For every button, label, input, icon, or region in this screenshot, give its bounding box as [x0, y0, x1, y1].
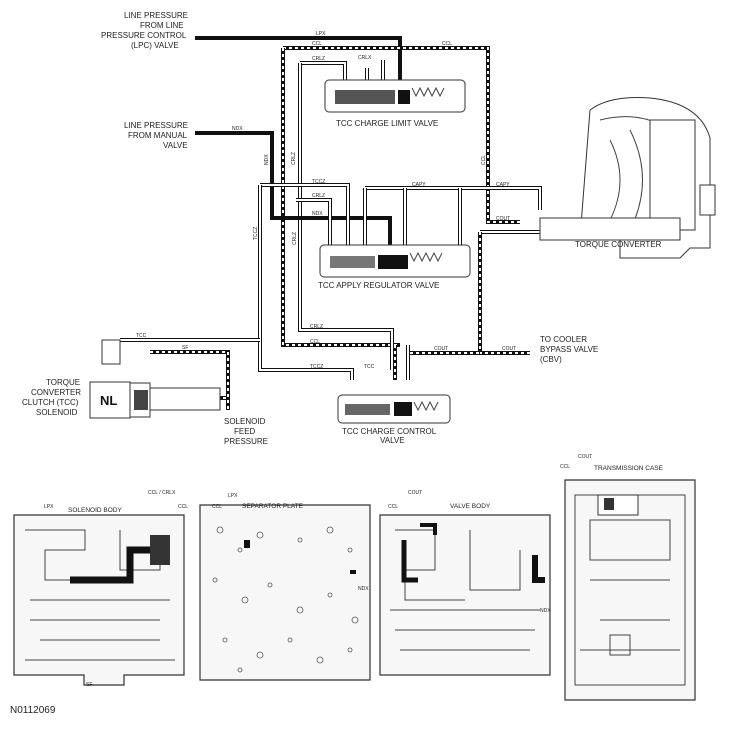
label-ccl-case: CCL — [560, 464, 570, 470]
text-line-pressure-manual: LINE PRESSURE FROM MANUAL VALVE — [124, 121, 188, 150]
svg-text:BYPASS VALVE: BYPASS VALVE — [540, 345, 598, 354]
text-line-pressure-lpc: LINE PRESSURE FROM LINE PRESSURE CONTROL… — [101, 11, 188, 50]
label-ccl-plate: CCL — [212, 504, 222, 510]
label-ndx-plate: NDX — [358, 586, 369, 592]
passage-label-cout: COUT — [496, 216, 510, 222]
label-solenoid-body: SOLENOID BODY — [68, 507, 122, 514]
passage-label-tccz-3: TCC — [364, 364, 375, 370]
passage-label-cout-2: COUT — [434, 346, 448, 352]
label-ndx-vb: NDX — [540, 608, 551, 614]
passage-label-tccz-2: TCCZ — [310, 364, 323, 370]
passage-label-ccl-right: CCL — [442, 41, 452, 47]
passage-label-ccl: CCL — [312, 41, 322, 47]
svg-text:CLUTCH (TCC): CLUTCH (TCC) — [22, 398, 79, 407]
svg-text:PRESSURE: PRESSURE — [224, 437, 268, 446]
text-tcc-solenoid: TORQUE CONVERTER CLUTCH (TCC) SOLENOID — [22, 378, 81, 417]
svg-text:(CBV): (CBV) — [540, 355, 562, 364]
tcc-solenoid: NL — [89, 339, 221, 419]
label-ccl-vb: CCL — [388, 504, 398, 510]
passage-label-tcc: TCC — [136, 333, 147, 339]
panel-solenoid-body: SOLENOID BODY LPX CCL / CRLX CCL SF — [13, 490, 188, 688]
passage-label-tccz: TCCZ — [312, 179, 325, 185]
label-lpx-bottom: LPX — [44, 504, 54, 510]
passage-label-crlz-vertical: CRLZ — [292, 232, 298, 245]
passage-label-ccl-3: CCL — [310, 339, 320, 345]
tcc-apply-regulator-valve: TCC APPLY REGULATOR VALVE — [318, 244, 471, 290]
label-tcc-charge-limit-valve: TCC CHARGE LIMIT VALVE — [336, 119, 438, 128]
passage-labels: LPX CCL CCL CRLZ CRLX NDX TCCZ CRLZ NDX … — [136, 31, 516, 370]
svg-text:LINE PRESSURE: LINE PRESSURE — [124, 11, 188, 20]
svg-text:FROM MANUAL: FROM MANUAL — [128, 131, 188, 140]
label-tcc-apply-regulator-valve: TCC APPLY REGULATOR VALVE — [318, 281, 439, 290]
passage-label-ndx-vertical: NDX — [264, 154, 270, 165]
label-lpx-plate: LPX — [228, 493, 238, 499]
passage-label-crlz-vertical-2: CRLZ — [291, 152, 297, 165]
passage-label-sf: SF — [182, 345, 188, 351]
svg-text:PRESSURE CONTROL: PRESSURE CONTROL — [101, 31, 187, 40]
passage-label-crlz-3: CRLZ — [310, 324, 323, 330]
passage-label-capy-2: CAPY — [496, 182, 510, 188]
text-solenoid-feed: SOLENOID FEED PRESSURE — [224, 417, 268, 446]
label-torque-converter: TORQUE CONVERTER — [575, 240, 662, 249]
passage-label-lpx: LPX — [316, 31, 326, 37]
label-tcc-charge-control-valve-1: TCC CHARGE CONTROL — [342, 427, 437, 436]
passage-label-tccz-vertical: TCCZ — [253, 227, 259, 240]
figure-id: N0112069 — [10, 705, 56, 716]
panel-transmission-case: TRANSMISSION CASE COUT CCL — [560, 454, 696, 701]
passage-label-ndx-2: NDX — [312, 211, 323, 217]
label-cout-case: COUT — [578, 454, 592, 460]
label-cout-vb: COUT — [408, 490, 422, 496]
tcc-charge-control-valve: TCC CHARGE CONTROL VALVE — [337, 394, 451, 445]
panel-separator-plate: SEPARATOR PLATE LPX CCL NDX — [199, 493, 371, 681]
svg-text:SOLENOID: SOLENOID — [224, 417, 266, 426]
passage-label-crlz-2: CRLZ — [312, 193, 325, 199]
svg-text:VALVE: VALVE — [163, 141, 188, 150]
svg-text:LINE PRESSURE: LINE PRESSURE — [124, 121, 188, 130]
label-tcc-charge-control-valve-2: VALVE — [380, 436, 405, 445]
svg-text:(LPC) VALVE: (LPC) VALVE — [131, 41, 179, 50]
text-to-cooler: TO COOLER BYPASS VALVE (CBV) — [540, 335, 598, 364]
passage-label-crlx: CRLX — [358, 55, 372, 61]
label-nl: NL — [100, 393, 117, 408]
tcc-charge-limit-valve: TCC CHARGE LIMIT VALVE — [324, 79, 466, 128]
passage-label-capy: CAPY — [412, 182, 426, 188]
label-ccl-crlx: CCL / CRLX — [148, 490, 176, 496]
torque-converter: TORQUE CONVERTER — [539, 97, 716, 259]
svg-text:TORQUE: TORQUE — [46, 378, 80, 387]
passage-label-cout-3: COUT — [502, 346, 516, 352]
label-transmission-case: TRANSMISSION CASE — [594, 465, 664, 472]
svg-text:TO COOLER: TO COOLER — [540, 335, 587, 344]
svg-text:CONVERTER: CONVERTER — [31, 388, 81, 397]
label-valve-body: VALVE BODY — [450, 503, 491, 510]
svg-text:FEED: FEED — [234, 427, 256, 436]
svg-text:SOLENOID: SOLENOID — [36, 408, 78, 417]
passage-label-ndx: NDX — [232, 126, 243, 132]
panel-valve-body: VALVE BODY COUT CCL NDX — [379, 490, 551, 676]
label-sf-bottom: SF — [86, 682, 92, 688]
svg-text:FROM LINE: FROM LINE — [140, 21, 184, 30]
passage-label-ccl-vertical: CCL — [481, 155, 487, 165]
label-separator-plate: SEPARATOR PLATE — [242, 503, 304, 510]
passage-label-crlz: CRLZ — [312, 56, 325, 62]
label-ccl-bottom-1: CCL — [178, 504, 188, 510]
